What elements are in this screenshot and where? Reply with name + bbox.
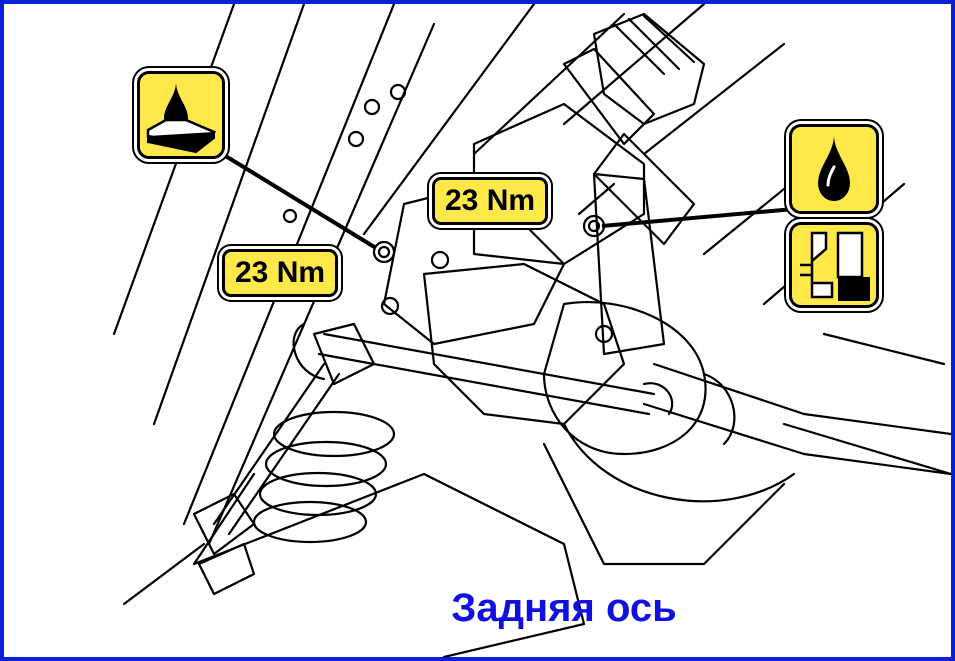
leader-line-oil <box>601 207 795 228</box>
body-panel-lines <box>362 4 951 476</box>
propeller-shaft <box>562 12 706 246</box>
axle-tube-right <box>642 362 951 476</box>
mount-bracket <box>122 172 666 657</box>
torque-label-lower: 23 Nm <box>222 249 339 297</box>
caption-rear-axle: Задняя ось <box>451 586 677 630</box>
leader-line-sealant <box>217 150 378 250</box>
torque-label-upper: 23 Nm <box>432 177 549 225</box>
rear-axle-drawing <box>112 4 951 657</box>
leader-lines <box>217 150 795 250</box>
axle-housing <box>382 102 796 566</box>
bolts <box>282 83 614 344</box>
coil-spring <box>252 410 396 544</box>
thread-locker-icon <box>789 222 879 308</box>
sealant-icon <box>137 71 225 159</box>
oil-drop-icon <box>789 124 879 214</box>
